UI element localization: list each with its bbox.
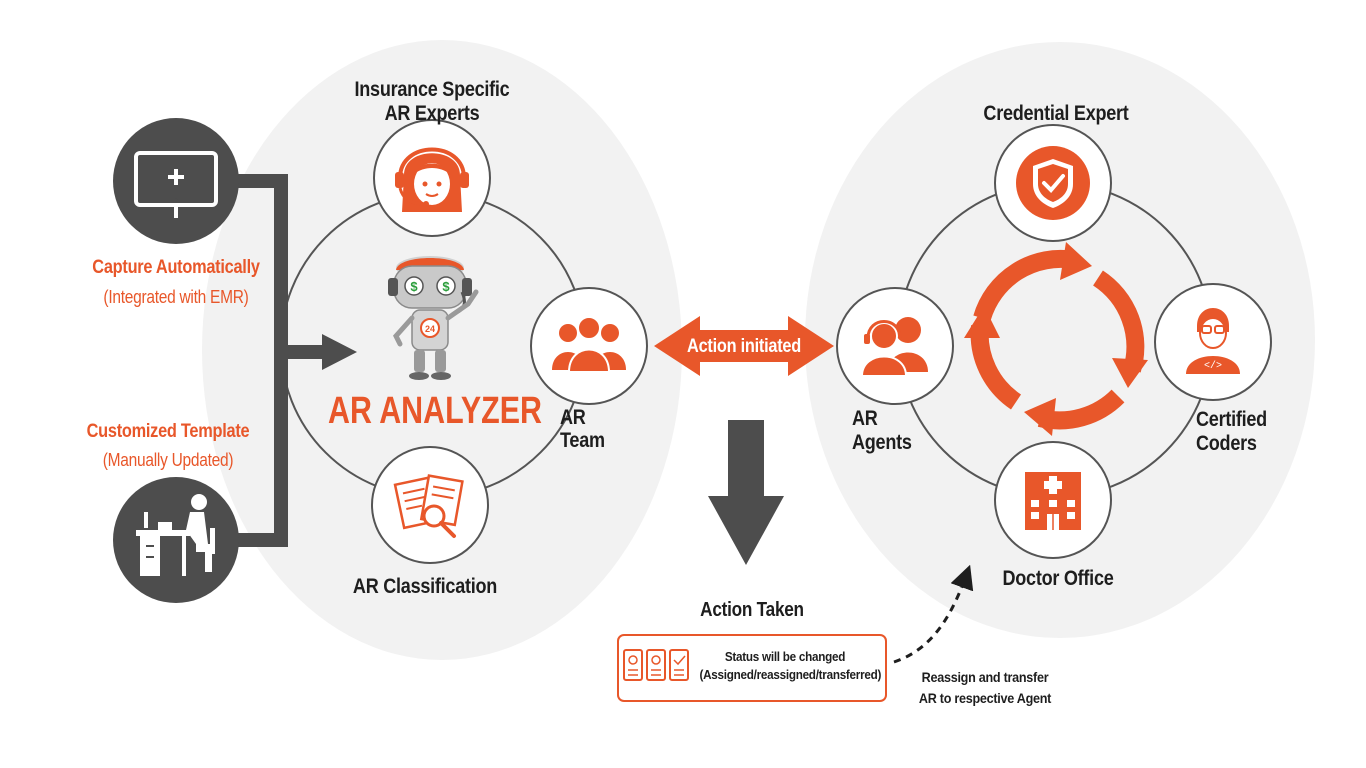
capture-automatically-subtitle: (Integrated with EMR) — [103, 287, 249, 307]
customized-template-subtitle: (Manually Updated) — [102, 450, 234, 470]
team-group-icon — [530, 287, 648, 405]
reassign-label-line1: Reassign and transfer — [921, 669, 1049, 685]
customized-template-title: Customized Template — [86, 421, 250, 442]
status-change-box — [617, 634, 887, 702]
agents-headset-icon — [836, 287, 954, 405]
document-search-icon — [371, 446, 489, 564]
doctor-office-label: Doctor Office — [1002, 567, 1114, 590]
cycle-arrows-icon — [964, 242, 1148, 436]
certified-coders-label-line2: Coders — [1196, 432, 1257, 455]
action-initiated-double-arrow[interactable] — [654, 316, 834, 376]
status-line1: Status will be changed — [724, 649, 846, 664]
certified-coders-label-line1: Certified — [1196, 408, 1267, 431]
reassign-label-line2: AR to respective Agent — [918, 690, 1052, 706]
ar-classification-label: AR Classification — [352, 575, 498, 598]
action-taken-label: Action Taken — [700, 599, 804, 621]
capture-automatically-title: Capture Automatically — [92, 257, 260, 278]
hospital-building-icon — [994, 441, 1112, 559]
coder-icon: </> — [1154, 283, 1272, 401]
insurance-experts-label-line2: AR Experts — [384, 102, 480, 125]
ar-team-label-line2: Team — [560, 429, 605, 452]
action-initiated-label: Action initiated — [687, 336, 801, 357]
insurance-experts-label-line1: Insurance Specific — [354, 78, 510, 101]
input-bracket-connector — [235, 174, 357, 547]
status-line2: (Assigned/reassigned/transferred) — [699, 667, 882, 682]
shield-check-icon — [994, 124, 1112, 242]
action-taken-down-arrow — [708, 420, 784, 565]
ar-team-label-line1: AR — [560, 406, 586, 429]
monitor-icon — [113, 118, 239, 244]
svg-text:</>: </> — [1204, 360, 1222, 372]
person-at-desk-icon — [113, 477, 239, 603]
ar-analyzer-label: AR ANALYZER — [328, 390, 542, 432]
support-agent-icon — [373, 119, 491, 237]
robot-mascot-icon: $ $ 24 — [388, 256, 479, 380]
svg-text:24: 24 — [425, 324, 435, 334]
svg-text:$: $ — [442, 279, 450, 294]
ar-agents-label-line1: AR — [852, 407, 878, 430]
right-cluster-background — [805, 42, 1315, 638]
svg-text:$: $ — [410, 279, 418, 294]
reassign-dashed-arrow — [893, 564, 974, 664]
ar-agents-label-line2: Agents — [852, 431, 912, 454]
credential-expert-label: Credential Expert — [983, 102, 1129, 125]
